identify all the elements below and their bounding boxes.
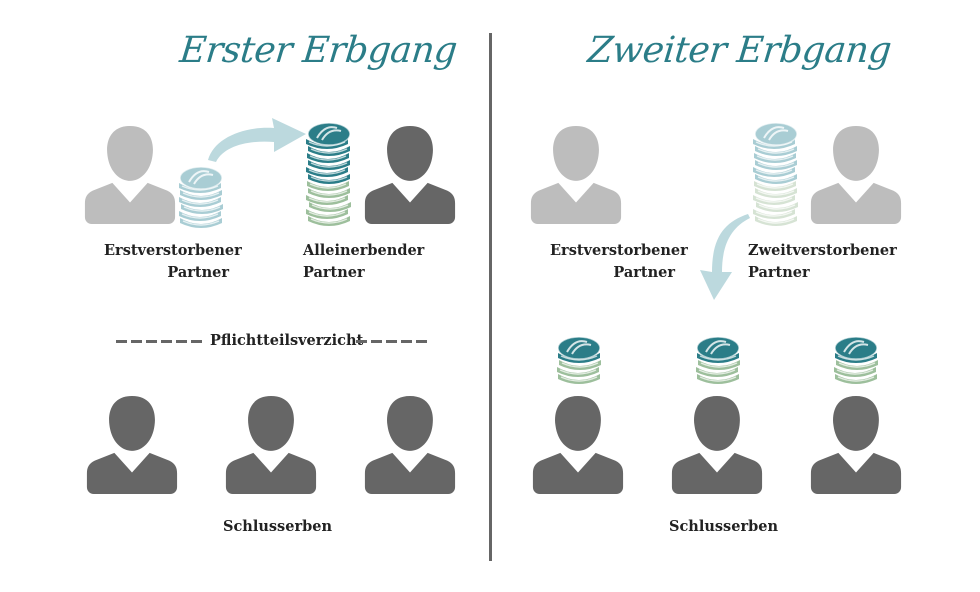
label-line-2: Partner [303,264,365,281]
sole-heir-label: Alleinerbender Partner [303,240,424,284]
label-line-2: Partner [613,264,675,281]
right-panel-title: Zweiter Erbgang [585,30,893,71]
inherited-coins-icon [833,336,879,384]
final-heir-icon [671,396,763,494]
waiver-dash-left [116,340,204,343]
deceased-partner-icon [84,126,176,224]
combined-coin-stack-icon [305,122,352,226]
label-line-2: Partner [748,264,810,281]
waiver-label: Pflichtteilsverzicht [210,332,364,349]
label-line-1: Zweitverstorbener [748,242,897,259]
left-panel-title: Erster Erbgang [177,30,459,71]
second-deceased-partner-icon [810,126,902,224]
label-line-1: Erstverstorbener [104,242,242,259]
label-line-2: Partner [167,264,229,281]
coin-stack-icon [178,166,224,228]
final-heir-icon [364,396,456,494]
transfer-arrow-icon [208,118,306,162]
deceased-partner-label: Erstverstorbener Partner [104,240,242,284]
faded-coin-stack-icon [752,122,799,226]
surviving-partner-icon [364,126,456,224]
label-line-1: Erstverstorbener [550,242,688,259]
inherited-coins-icon [695,336,741,384]
final-heir-icon [532,396,624,494]
final-heir-icon [810,396,902,494]
final-heirs-label: Schlusserben [223,518,332,535]
waiver-dash-right [356,340,430,343]
panel-divider [489,33,492,561]
first-deceased-partner-label: Erstverstorbener Partner [550,240,688,284]
first-deceased-partner-icon [530,126,622,224]
inherited-coins-icon [556,336,602,384]
inheritance-arrow-icon [700,214,750,300]
label-line-1: Alleinerbender [303,242,425,259]
second-deceased-partner-label: Zweitverstorbener Partner [748,240,897,284]
final-heir-icon [225,396,317,494]
final-heirs-label: Schlusserben [669,518,778,535]
final-heir-icon [86,396,178,494]
